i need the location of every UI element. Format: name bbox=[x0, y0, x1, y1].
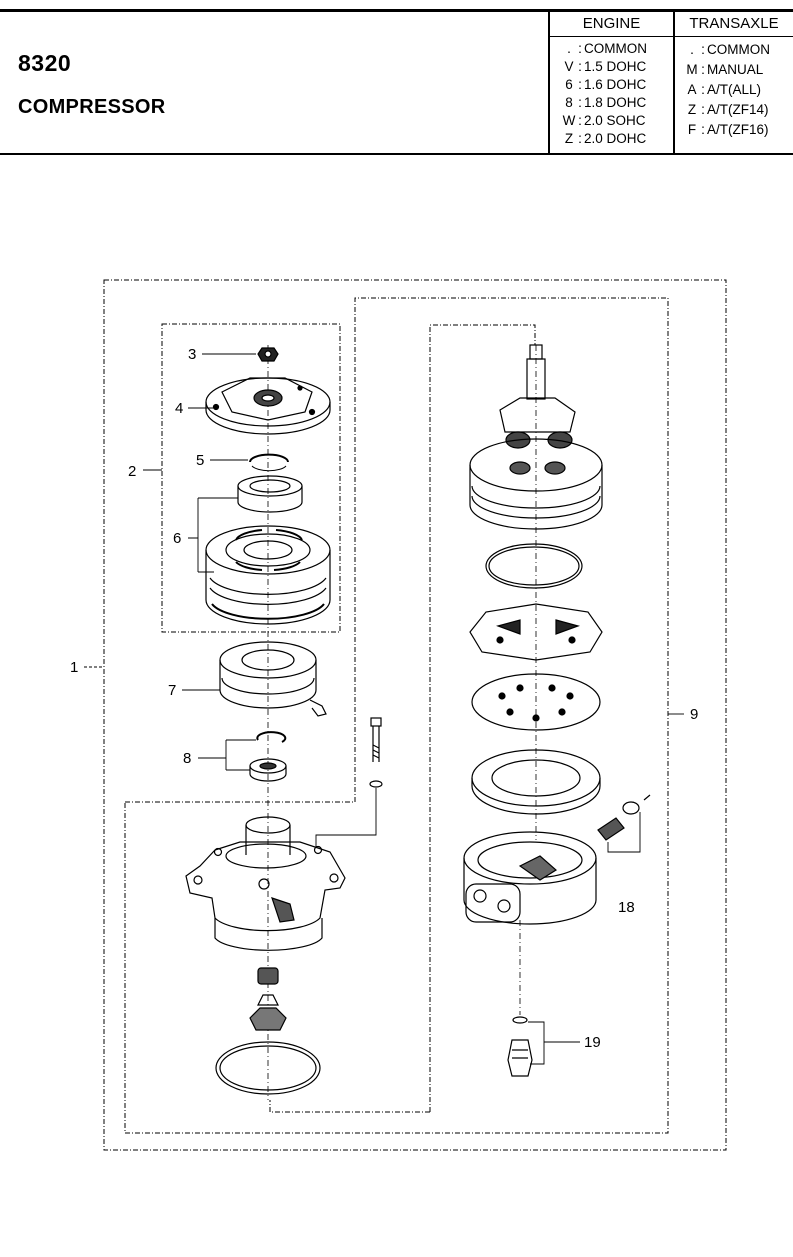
engine-row-value: COMMON bbox=[584, 41, 647, 56]
engine-row-key: Z bbox=[564, 131, 574, 146]
part-3-nut bbox=[257, 347, 279, 362]
engine-row-value: 1.5 DOHC bbox=[584, 59, 647, 74]
clutch-group-frame bbox=[161, 323, 341, 633]
transaxle-row-value: A/T(ZF16) bbox=[707, 122, 769, 137]
transaxle-row: F:A/T(ZF16) bbox=[675, 120, 793, 140]
callout-9: 9 bbox=[690, 706, 698, 723]
engine-row: 8:1.8 DOHC bbox=[550, 94, 673, 112]
cylinder-group-frame bbox=[429, 324, 536, 1112]
callout-5: 5 bbox=[196, 452, 204, 469]
transaxle-row: .:COMMON bbox=[675, 40, 793, 60]
callout-18: 18 bbox=[618, 899, 635, 916]
engine-row-key: W bbox=[562, 113, 576, 128]
callout-8: 8 bbox=[183, 750, 191, 767]
part-8-bearing-set bbox=[249, 731, 287, 782]
engine-row-key: V bbox=[564, 59, 574, 74]
transaxle-row-key: Z bbox=[687, 102, 697, 117]
transaxle-legend-table: TRANSAXLE .:COMMON M:MANUAL A:A/T(ALL) Z… bbox=[673, 12, 793, 153]
transaxle-row-key: M bbox=[686, 62, 698, 77]
part-7-field-coil bbox=[219, 641, 327, 717]
callout-3: 3 bbox=[188, 346, 196, 363]
engine-row-key: . bbox=[567, 41, 571, 56]
callout-6: 6 bbox=[173, 530, 181, 547]
callout-4: 4 bbox=[175, 400, 183, 417]
engine-row-key: 6 bbox=[565, 77, 573, 92]
part-9-valve-plate-a bbox=[469, 603, 603, 661]
callout-1: 1 bbox=[70, 659, 78, 676]
page-header: 8320 COMPRESSOR ENGINE .:COMMON V:1.5 DO… bbox=[0, 9, 793, 155]
callout-2: 2 bbox=[128, 463, 136, 480]
transaxle-heading: TRANSAXLE bbox=[675, 12, 793, 37]
engine-heading: ENGINE bbox=[550, 12, 673, 37]
transaxle-row: A:A/T(ALL) bbox=[675, 80, 793, 100]
engine-row-value: 1.8 DOHC bbox=[584, 95, 647, 110]
part-9-rear-head bbox=[463, 831, 597, 925]
bolt-and-washer bbox=[315, 717, 383, 848]
transaxle-row-key: A bbox=[687, 82, 697, 97]
part-9-cylinder-block bbox=[469, 438, 603, 530]
section-code: 8320 bbox=[18, 50, 72, 76]
part-9-o-ring bbox=[485, 543, 583, 589]
shaft-seal-parts bbox=[215, 967, 321, 1095]
engine-row: Z:2.0 DOHC bbox=[550, 130, 673, 148]
part-6-bearing bbox=[237, 475, 303, 513]
part-19-fitting bbox=[507, 1016, 545, 1077]
front-housing bbox=[185, 816, 346, 951]
callout-7: 7 bbox=[168, 682, 176, 699]
center-axis-lines bbox=[267, 345, 537, 1100]
part-4-armature-plate bbox=[205, 377, 331, 435]
callout-19: 19 bbox=[584, 1034, 601, 1051]
transaxle-row-key: F bbox=[687, 122, 697, 137]
transaxle-row-value: COMMON bbox=[707, 42, 770, 57]
transaxle-row-value: A/T(ALL) bbox=[707, 82, 762, 97]
connector-line bbox=[269, 1100, 430, 1113]
engine-row: 6:1.6 DOHC bbox=[550, 76, 673, 94]
engine-row: V:1.5 DOHC bbox=[550, 58, 673, 76]
transaxle-row-value: A/T(ZF14) bbox=[707, 102, 769, 117]
engine-row-value: 2.0 DOHC bbox=[584, 131, 647, 146]
engine-row-value: 1.6 DOHC bbox=[584, 77, 647, 92]
part-9-valve-plate-b bbox=[471, 673, 601, 731]
engine-legend-table: ENGINE .:COMMON V:1.5 DOHC 6:1.6 DOHC 8:… bbox=[548, 12, 673, 153]
engine-row-value: 2.0 SOHC bbox=[584, 113, 646, 128]
part-9-shaft-top bbox=[499, 344, 576, 449]
part-6-pulley bbox=[205, 525, 331, 625]
section-title: COMPRESSOR bbox=[18, 96, 166, 118]
callout-labels: 1 2 3 4 5 6 7 8 9 18 19 bbox=[70, 346, 698, 1051]
transaxle-row: Z:A/T(ZF14) bbox=[675, 100, 793, 120]
part-5-snap-ring bbox=[249, 453, 289, 472]
leader-lines bbox=[84, 353, 684, 1043]
assembly-frames bbox=[103, 279, 727, 1151]
transaxle-row-value: MANUAL bbox=[707, 62, 764, 77]
transaxle-row: M:MANUAL bbox=[675, 60, 793, 80]
engine-row: .:COMMON bbox=[550, 40, 673, 58]
part-9-gasket bbox=[471, 749, 601, 815]
transaxle-row-key: . bbox=[690, 42, 694, 57]
compressor-assembly-frame bbox=[103, 279, 727, 1151]
engine-row-key: 8 bbox=[565, 95, 573, 110]
engine-row: W:2.0 SOHC bbox=[562, 113, 646, 128]
part-18-relief-valve bbox=[597, 794, 651, 853]
body-assembly-frame bbox=[124, 297, 669, 1134]
